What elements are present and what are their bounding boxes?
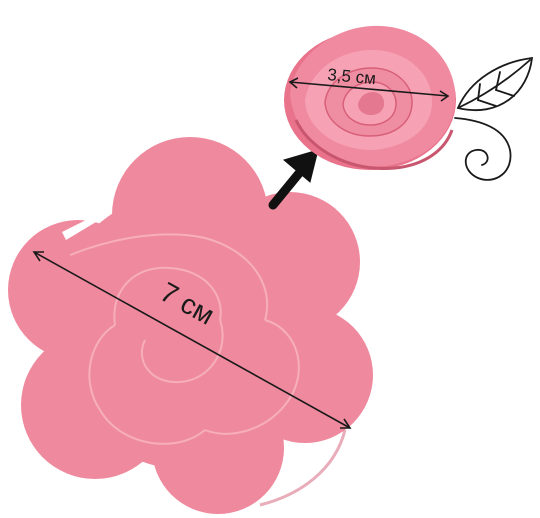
leaf-icon	[458, 58, 532, 110]
template-petals	[8, 137, 373, 514]
curl-icon	[455, 118, 511, 180]
felt-template	[8, 137, 373, 514]
finished-rose	[284, 26, 456, 170]
